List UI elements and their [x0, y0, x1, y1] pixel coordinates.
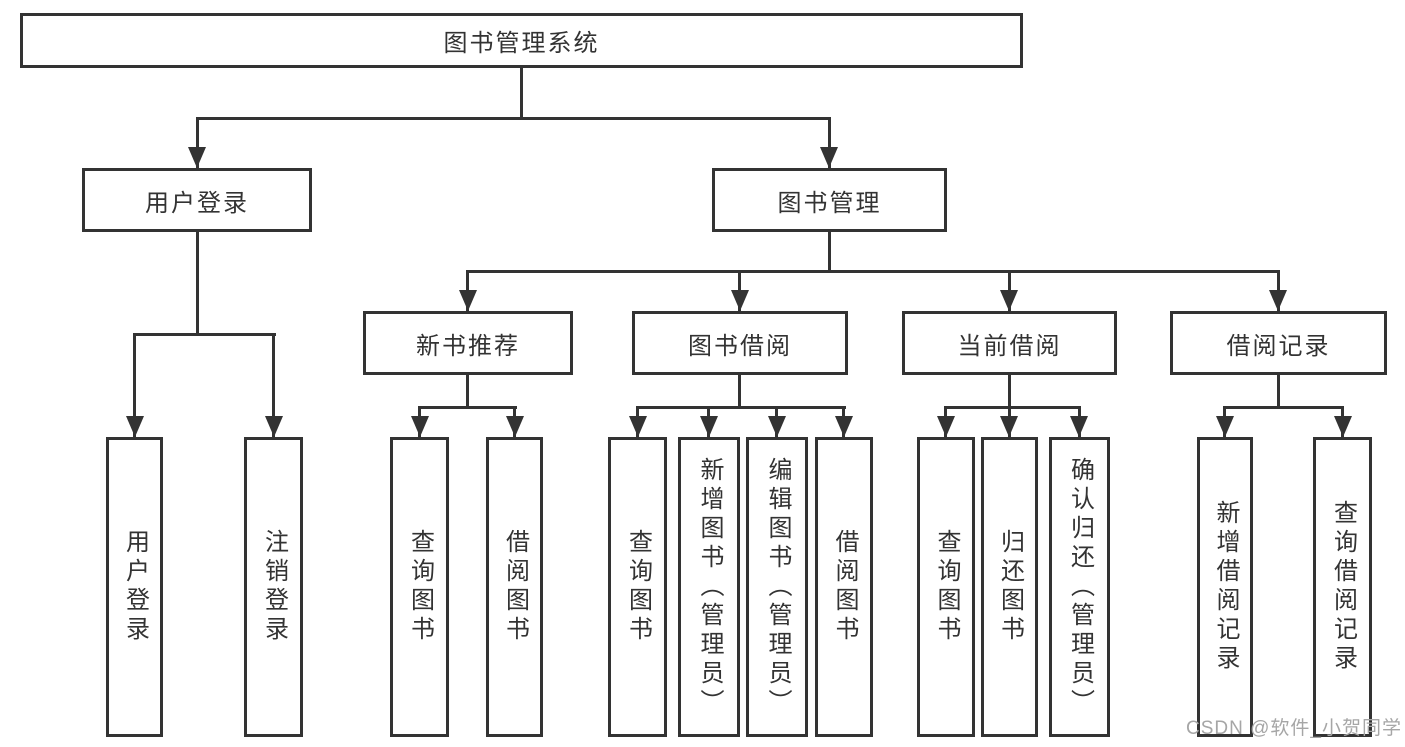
leaf-query-books-current: 查询图书 — [917, 437, 975, 737]
arrowhead-leaf-logout — [265, 416, 283, 437]
connector-to-user-login — [196, 117, 199, 168]
arrowhead-book-borrowing — [731, 290, 749, 311]
leaf-label: 借阅图书 — [831, 529, 858, 645]
leaf-borrow-books-borrowing: 借阅图书 — [815, 437, 873, 737]
connector-user-login-stem — [196, 232, 199, 336]
connector-book-borrowing-hbar — [636, 406, 846, 409]
node-new-book-recommendation: 新书推荐 — [363, 311, 573, 375]
connector-root-stem — [520, 68, 523, 119]
connector-current-borrowing-hbar — [944, 406, 1081, 409]
leaf-query-borrow-record: 查询借阅记录 — [1313, 437, 1372, 737]
node-label: 新书推荐 — [416, 332, 520, 360]
node-current-borrowing: 当前借阅 — [902, 311, 1117, 375]
connector-to-leaf-logout — [272, 333, 275, 437]
node-label: 借阅记录 — [1226, 332, 1331, 360]
leaf-label: 确认归还（管理员） — [1066, 456, 1094, 718]
leaf-label: 归还图书 — [996, 529, 1024, 645]
csdn-watermark: CSDN @软件_小贺同学 — [1186, 718, 1402, 739]
leaf-label: 新增图书（管理员） — [696, 456, 723, 718]
arrowhead-leaf — [411, 416, 429, 437]
node-label: 用户登录 — [145, 189, 249, 217]
node-borrowing-records: 借阅记录 — [1170, 311, 1387, 375]
leaf-add-book-admin: 新增图书（管理员） — [678, 437, 740, 737]
arrowhead-current-borrowing — [1000, 290, 1018, 311]
arrowhead-book-management — [820, 147, 838, 168]
arrowhead-leaf — [700, 416, 718, 437]
leaf-label: 注销登录 — [260, 529, 288, 645]
node-label: 图书借阅 — [688, 332, 792, 360]
arrowhead-leaf — [937, 416, 955, 437]
connector-to-leaf-user-login — [133, 333, 136, 437]
connector-new-book-hbar — [418, 406, 517, 409]
connector-level2-hbar — [196, 117, 831, 120]
node-label: 图书管理 — [777, 189, 882, 217]
leaf-label: 借阅图书 — [501, 529, 529, 645]
node-label: 图书管理系统 — [443, 30, 600, 57]
arrowhead-leaf — [1216, 416, 1234, 437]
leaf-add-borrow-record: 新增借阅记录 — [1197, 437, 1253, 737]
arrowhead-leaf — [1000, 416, 1018, 437]
connector-user-login-hbar — [133, 333, 276, 336]
leaf-confirm-return-admin: 确认归还（管理员） — [1049, 437, 1110, 737]
arrowhead-new-book — [459, 290, 477, 311]
leaf-label: 用户登录 — [121, 529, 149, 645]
leaf-label: 编辑图书（管理员） — [764, 456, 791, 718]
connector-borrowing-records-hbar — [1223, 406, 1344, 409]
leaf-query-books-borrowing: 查询图书 — [608, 437, 667, 737]
node-user-login: 用户登录 — [82, 168, 312, 232]
leaf-label: 查询图书 — [406, 529, 434, 645]
arrowhead-leaf — [629, 416, 647, 437]
arrowhead-leaf — [768, 416, 786, 437]
leaf-label: 新增借阅记录 — [1212, 500, 1239, 674]
leaf-logout-login: 注销登录 — [244, 437, 303, 737]
arrowhead-leaf-user-login — [126, 416, 144, 437]
arrowhead-leaf — [1334, 416, 1352, 437]
leaf-borrow-books-recommend: 借阅图书 — [486, 437, 543, 737]
arrowhead-user-login — [188, 147, 206, 168]
connector-to-book-management — [828, 117, 831, 168]
leaf-user-login: 用户登录 — [106, 437, 163, 737]
connector-borrowing-records-stem — [1277, 375, 1280, 408]
leaf-label: 查询图书 — [624, 529, 652, 645]
connector-current-borrowing-stem — [1008, 375, 1011, 408]
leaf-label: 查询借阅记录 — [1329, 500, 1357, 674]
leaf-label: 查询图书 — [933, 529, 960, 645]
arrowhead-leaf — [1070, 416, 1088, 437]
leaf-return-books: 归还图书 — [981, 437, 1038, 737]
arrowhead-borrowing-records — [1269, 290, 1287, 311]
node-book-borrowing: 图书借阅 — [632, 311, 848, 375]
node-library-management-system: 图书管理系统 — [20, 13, 1023, 68]
connector-book-borrowing-stem — [738, 375, 741, 408]
connector-level3-hbar — [466, 270, 1280, 273]
leaf-edit-book-admin: 编辑图书（管理员） — [746, 437, 808, 737]
leaf-query-books-recommend: 查询图书 — [390, 437, 449, 737]
connector-book-management-stem — [828, 232, 831, 273]
node-book-management: 图书管理 — [712, 168, 947, 232]
connector-new-book-stem — [466, 375, 469, 408]
arrowhead-leaf — [506, 416, 524, 437]
node-label: 当前借阅 — [957, 332, 1062, 360]
arrowhead-leaf — [835, 416, 853, 437]
